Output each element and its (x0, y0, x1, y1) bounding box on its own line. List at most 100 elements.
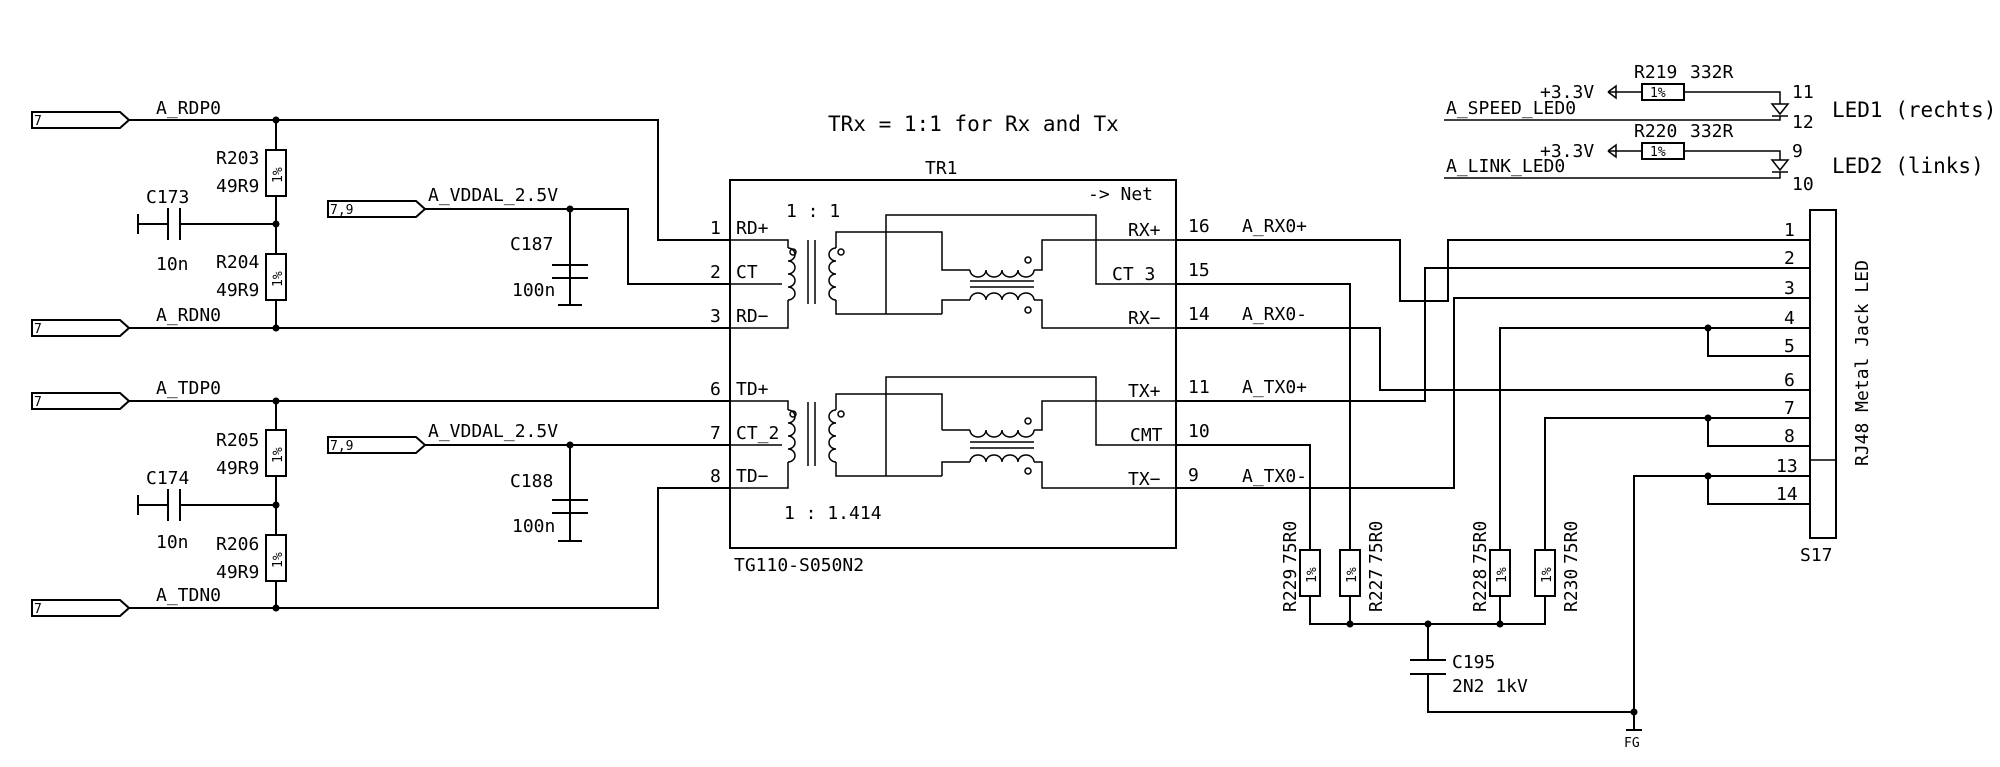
svg-text:1: 1 (1784, 220, 1795, 241)
svg-text:1: 1 (710, 218, 721, 239)
svg-text:7: 7 (34, 602, 42, 617)
svg-text:CT_2: CT_2 (736, 423, 779, 444)
svg-text:RD+: RD+ (736, 218, 769, 239)
transformer-ref: TR1 (925, 158, 958, 179)
svg-text:1%: 1% (1345, 567, 1360, 583)
svg-text:11: 11 (1188, 377, 1210, 398)
svg-text:R203: R203 (216, 148, 259, 169)
led1-circuit: +3.3V 1% R219 332R A_SPEED_LED0 11 12 LE… (1444, 62, 1996, 133)
svg-text:1%: 1% (1495, 567, 1510, 583)
svg-text:75R0: 75R0 (1470, 521, 1491, 564)
svg-text:16: 16 (1188, 216, 1210, 237)
resistor-r228: 1% R228 75R0 (1470, 521, 1511, 612)
offpage-rdp: 7 A_RDP0 (31, 98, 221, 129)
offpage-tdn: 7 A_TDN0 (31, 585, 221, 617)
svg-text:RD−: RD− (736, 306, 769, 327)
svg-text:4: 4 (1784, 308, 1795, 329)
svg-text:TX+: TX+ (1128, 381, 1161, 402)
svg-text:R205: R205 (216, 430, 259, 451)
resistor-r204: 1% R204 49R9 (216, 252, 287, 301)
svg-text:TD+: TD+ (736, 379, 769, 400)
led2-label: LED2 (links) (1832, 154, 1984, 178)
svg-text:7: 7 (34, 114, 42, 129)
svg-text:1%: 1% (1650, 86, 1666, 101)
offpage-vdd-2: 7,9 A_VDDAL_2.5V (327, 421, 558, 454)
svg-text:C187: C187 (510, 234, 553, 255)
svg-text:R230: R230 (1561, 569, 1582, 612)
svg-text:9: 9 (1792, 141, 1803, 162)
transformer-ratio-top: 1 : 1 (786, 201, 840, 222)
svg-text:R220: R220 (1634, 121, 1677, 142)
svg-text:10: 10 (1188, 421, 1210, 442)
svg-text:7,9: 7,9 (330, 203, 353, 218)
transformer-net-direction: -> Net (1088, 184, 1153, 205)
transformer-ratio-bottom: 1 : 1.414 (784, 503, 882, 524)
svg-text:7,9: 7,9 (330, 439, 353, 454)
svg-text:10n: 10n (156, 532, 189, 553)
resistor-r205: 1% R205 49R9 (216, 429, 287, 479)
led1-label: LED1 (rechts) (1832, 98, 1996, 122)
svg-text:C195: C195 (1452, 652, 1495, 673)
net-label-a-rx0p: A_RX0+ (1242, 216, 1307, 237)
svg-text:10: 10 (1792, 174, 1814, 195)
net-label-vddal-1: A_VDDAL_2.5V (428, 185, 558, 206)
transformer-ratio-note: TRx = 1:1 for Rx and Tx (828, 112, 1119, 136)
svg-text:FG: FG (1624, 736, 1640, 751)
svg-text:1%: 1% (271, 271, 286, 287)
capacitor-c195: C195 2N2 1kV (1410, 652, 1528, 697)
svg-text:1%: 1% (271, 447, 286, 463)
net-label-a-rdn0: A_RDN0 (156, 305, 221, 326)
supply-label-1: +3.3V (1540, 82, 1594, 103)
svg-text:CMT: CMT (1130, 425, 1163, 446)
svg-text:1%: 1% (1540, 567, 1555, 583)
svg-text:332R: 332R (1690, 62, 1734, 83)
svg-text:7: 7 (710, 423, 721, 444)
svg-text:14: 14 (1188, 304, 1210, 325)
svg-text:2N2 1kV: 2N2 1kV (1452, 676, 1528, 697)
svg-text:49R9: 49R9 (216, 562, 259, 583)
svg-text:12: 12 (1792, 112, 1814, 133)
resistor-r230: 1% R230 75R0 (1534, 521, 1582, 612)
svg-text:10n: 10n (156, 254, 189, 275)
svg-text:C174: C174 (146, 468, 189, 489)
capacitor-c173: C173 10n (137, 187, 189, 275)
svg-text:R229: R229 (1280, 569, 1301, 612)
resistor-r229: 1% R229 75R0 (1280, 521, 1321, 612)
svg-text:7: 7 (34, 395, 42, 410)
svg-text:8: 8 (1784, 426, 1795, 447)
svg-text:CT: CT (736, 262, 758, 283)
offpage-tdp: 7 A_TDP0 (31, 378, 221, 410)
svg-text:75R0: 75R0 (1366, 521, 1387, 564)
svg-text:100n: 100n (512, 516, 555, 537)
svg-text:75R0: 75R0 (1280, 521, 1301, 564)
svg-text:1%: 1% (1305, 567, 1320, 583)
transformer-tr1: TR1 TG110-S050N2 -> Net 1 : 1 1 : 1.414 … (710, 158, 1210, 576)
svg-text:75R0: 75R0 (1561, 521, 1582, 564)
svg-text:100n: 100n (512, 280, 555, 301)
offpage-rdn: 7 A_RDN0 (31, 305, 221, 337)
net-label-a-tdn0: A_TDN0 (156, 585, 221, 606)
svg-text:CT_3: CT_3 (1112, 264, 1155, 285)
svg-text:9: 9 (1188, 465, 1199, 486)
led2-circuit: +3.3V 1% R220 332R A_LINK_LED0 9 10 LED2… (1444, 121, 1984, 195)
svg-text:2: 2 (710, 262, 721, 283)
svg-text:TX−: TX− (1128, 469, 1161, 490)
net-label-speed-led: A_SPEED_LED0 (1446, 98, 1576, 119)
svg-text:11: 11 (1792, 82, 1814, 103)
resistor-r206: 1% R206 49R9 (216, 534, 287, 583)
net-label-a-tx0p: A_TX0+ (1242, 377, 1307, 398)
net-label-a-rdp0: A_RDP0 (156, 98, 221, 119)
svg-text:1%: 1% (271, 167, 286, 183)
resistor-r203: 1% R203 49R9 (216, 148, 287, 197)
net-label-a-rx0n: A_RX0- (1242, 304, 1307, 325)
svg-text:49R9: 49R9 (216, 176, 259, 197)
svg-text:R227: R227 (1366, 569, 1387, 612)
svg-text:6: 6 (710, 379, 721, 400)
capacitor-c187: C187 100n (510, 209, 588, 306)
svg-text:5: 5 (1784, 336, 1795, 357)
capacitor-c188: C188 100n (510, 471, 588, 542)
svg-text:8: 8 (710, 466, 721, 487)
svg-text:7: 7 (34, 322, 42, 337)
right-junctions (1346, 324, 1712, 716)
